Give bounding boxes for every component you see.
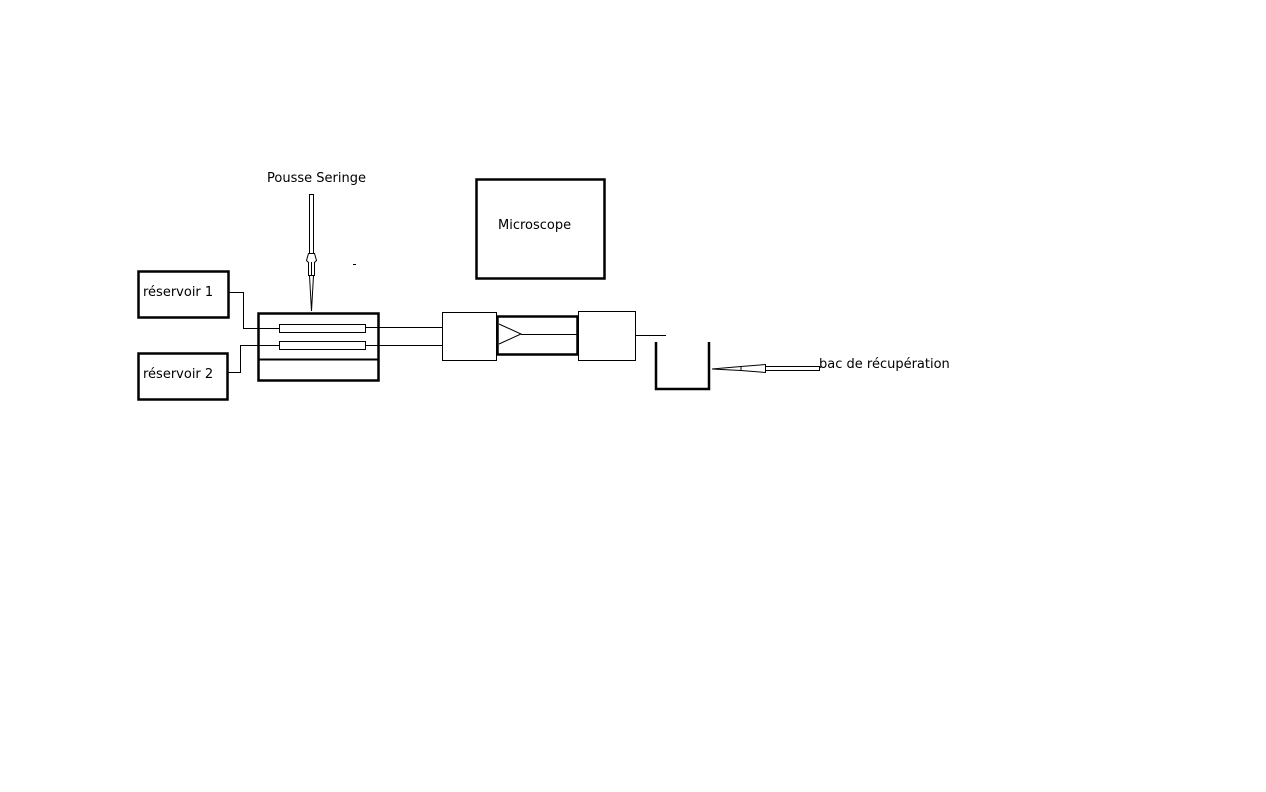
reservoir-2-box (137, 352, 229, 401)
chip-channel-2 (279, 341, 366, 350)
observation-channel (496, 315, 579, 356)
mixing-chip (257, 312, 380, 382)
tray-pointer-arrow (711, 363, 820, 374)
flow-focusing-junction (498, 323, 523, 345)
connector-b (578, 311, 636, 361)
syringe-pump (305, 194, 318, 312)
reservoir-1-label: réservoir 1 (143, 285, 214, 300)
microscope-label: Microscope (498, 218, 572, 233)
bac-recuperation-label: bac de récupération (819, 357, 950, 372)
microscope-box (475, 178, 606, 280)
pousse-seringe-label: Pousse Seringe (267, 171, 366, 186)
connector-a (442, 312, 497, 361)
collection-tray (654, 342, 711, 391)
tube-reservoir-1 (229, 292, 279, 329)
chip-channel-1 (279, 324, 366, 333)
reservoir-1-box (137, 270, 230, 319)
reservoir-2-label: réservoir 2 (143, 367, 214, 382)
